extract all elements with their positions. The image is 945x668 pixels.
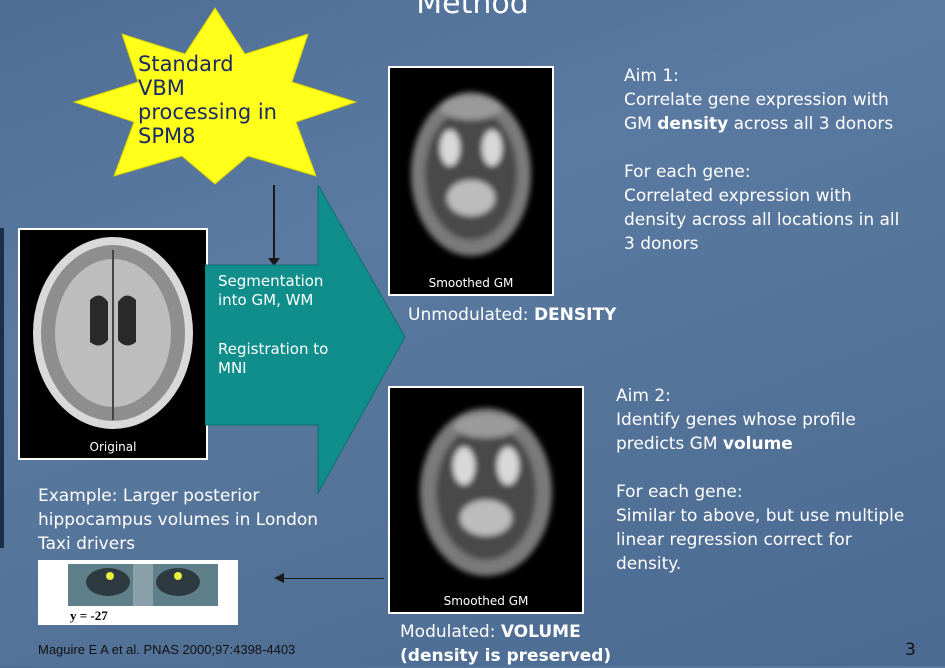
density-brain-image: Smoothed GM: [388, 66, 554, 296]
hippocampus-label: y = -27: [70, 608, 108, 624]
aim1-line1: Correlate gene expression with: [624, 88, 899, 112]
aim1-line2-suffix: across all 3 donors: [728, 114, 893, 134]
aim1-sub-heading: For each gene:: [624, 160, 899, 184]
density-label-bold: DENSITY: [534, 305, 616, 325]
aim1-line2-bold: density: [657, 114, 728, 134]
arrow-step2-line: MNI: [218, 359, 328, 378]
aim2-line2-prefix: predicts GM: [616, 434, 723, 454]
page-number: 3: [905, 640, 916, 660]
aim2-line2: predicts GM volume: [616, 432, 904, 456]
arrow-step2-line: Registration to: [218, 340, 328, 359]
aim1-line2: GM density across all 3 donors: [624, 112, 899, 136]
citation: Maguire E A et al. PNAS 2000;97:4398-440…: [38, 642, 295, 657]
example-text: Example: Larger posterior hippocampus vo…: [38, 484, 318, 556]
example-connector-arrowhead: [274, 573, 284, 583]
left-edge-bar: [0, 228, 4, 548]
original-brain-graphic: [20, 230, 206, 436]
aim1-sub-line: density across all locations in all: [624, 208, 899, 232]
aim2-heading: Aim 2:: [616, 384, 904, 408]
aim1-sub-line: Correlated expression with: [624, 184, 899, 208]
aim2-line1: Identify genes whose profile: [616, 408, 904, 432]
density-caption: Smoothed GM: [390, 276, 552, 290]
aim1-line2-prefix: GM: [624, 114, 657, 134]
volume-brain-graphic: [390, 388, 582, 590]
density-brain-graphic: [390, 68, 552, 274]
star-line: SPM8: [138, 124, 277, 148]
aim2-sub-line: Similar to above, but use multiple: [616, 504, 904, 528]
star-callout-text: Standard VBM processing in SPM8: [138, 52, 277, 148]
volume-label-prefix: Modulated:: [400, 622, 501, 642]
star-line: processing in: [138, 100, 277, 124]
density-label: Unmodulated: DENSITY: [408, 305, 616, 325]
example-line: Example: Larger posterior: [38, 484, 318, 508]
density-label-prefix: Unmodulated:: [408, 305, 534, 325]
arrow-step1-line: Segmentation: [218, 272, 323, 291]
aim1-sub-line: 3 donors: [624, 232, 899, 256]
aim2-sub-line: density.: [616, 552, 904, 576]
aim2-block: Aim 2: Identify genes whose profile pred…: [616, 384, 904, 576]
example-line: Taxi drivers: [38, 532, 318, 556]
arrow-step1-line: into GM, WM: [218, 291, 323, 310]
arrow-step1: Segmentation into GM, WM: [218, 272, 323, 310]
volume-label-line2: (density is preserved): [400, 644, 611, 668]
example-connector-line: [284, 578, 384, 579]
aim2-sub-heading: For each gene:: [616, 480, 904, 504]
volume-brain-image: Smoothed GM: [388, 386, 584, 614]
example-line: hippocampus volumes in London: [38, 508, 318, 532]
star-line: VBM: [138, 76, 277, 100]
hippocampus-graphic: [38, 560, 238, 625]
aim2-sub-line: linear regression correct for: [616, 528, 904, 552]
aim1-block: Aim 1: Correlate gene expression with GM…: [624, 64, 899, 256]
original-caption: Original: [20, 440, 206, 454]
hippocampus-image: y = -27: [38, 560, 238, 625]
star-line: Standard: [138, 52, 277, 76]
original-brain-image: Original: [18, 228, 208, 460]
aim2-line2-bold: volume: [723, 434, 793, 454]
volume-caption: Smoothed GM: [390, 594, 582, 608]
arrow-step2: Registration to MNI: [218, 340, 328, 378]
volume-label-bold: VOLUME: [501, 622, 581, 642]
volume-label: Modulated: VOLUME (density is preserved): [400, 620, 611, 668]
aim1-heading: Aim 1:: [624, 64, 899, 88]
